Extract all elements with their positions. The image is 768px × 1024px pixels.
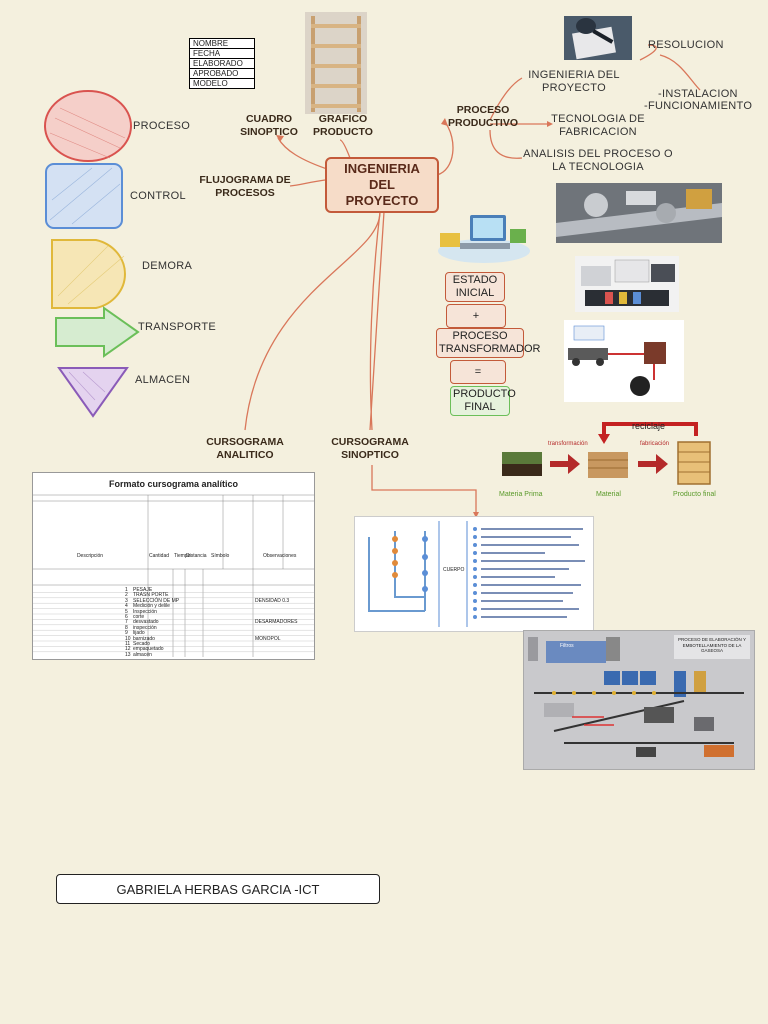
cuerpo-label: CUERPO <box>443 567 465 573</box>
row-number: 7 <box>125 619 128 626</box>
row-description: Secado <box>133 641 150 647</box>
transformacion-label: transformación <box>548 441 588 447</box>
plus-box: + <box>446 304 506 328</box>
row-number: 10 <box>125 635 131 642</box>
demora-label: DEMORA <box>142 260 193 272</box>
cursograma-form: Formato cursograma analítico Descripción… <box>32 472 315 660</box>
printers-photo <box>575 256 679 312</box>
field-nombre: NOMBRE <box>189 38 255 49</box>
reciclaje-label: reciclaje <box>632 421 666 431</box>
equals-box: = <box>450 360 506 384</box>
proceso-productivo-label: PROCESO PRODUCTIVO <box>447 104 518 129</box>
row-number: 2 <box>125 592 128 599</box>
cursograma-sinoptico-label: CURSOGRAMA SINOPTICO <box>331 436 409 461</box>
computer-illustration <box>430 207 532 267</box>
row-number: 12 <box>125 646 131 653</box>
instalacion-label: -INSTALACION <box>658 88 738 100</box>
row-number: 13 <box>125 651 131 658</box>
proceso-circle-icon <box>44 90 132 162</box>
row-description: almacén <box>133 651 152 658</box>
row-description: corte <box>133 614 145 620</box>
row-number: 8 <box>125 624 128 631</box>
cursograma-analitico-label: CURSOGRAMA ANALITICO <box>206 436 284 461</box>
fabricacion-label: fabricación <box>640 441 670 447</box>
sinoptico-flow <box>368 521 585 627</box>
row-number: 3 <box>125 597 128 604</box>
field-aprobado: APROBADO <box>189 68 255 79</box>
central-title: INGENIERIA DEL PROYECTO <box>344 161 420 208</box>
form-grid <box>33 494 314 657</box>
row-description: Inspección <box>133 608 157 615</box>
material-label: Material <box>596 491 621 498</box>
transporte-arrow-icon <box>55 306 140 358</box>
almacen-triangle-icon <box>57 367 129 418</box>
tecnologia-label: TECNOLOGIA DE FABRICACION <box>551 113 645 138</box>
col-simbolo: Símbolo <box>211 553 230 559</box>
row-description: desvastado <box>133 619 159 626</box>
producto-final-box: PRODUCTO FINAL <box>450 386 516 416</box>
shelf-photo <box>305 12 367 114</box>
col-descripcion: Descripción <box>76 553 104 559</box>
filtros-label: Filtros <box>560 643 574 649</box>
author-name: GABRIELA HERBAS GARCIA -ICT <box>116 881 320 897</box>
grafico-producto-label: GRAFICO PRODUCTO <box>313 113 373 138</box>
plant-diagram: PROCESO DE ELABORACIÓN Y EMBOTELLAMIENTO… <box>523 630 755 770</box>
row-number: 4 <box>125 603 128 610</box>
recycle-arrows <box>502 422 711 485</box>
header-fields-table: NOMBRE FECHA ELABORADO APROBADO MODELO <box>189 38 255 89</box>
sinoptico-doc: CUERPO <box>354 516 594 632</box>
field-modelo: MODELO <box>189 78 255 89</box>
desk-photo <box>564 16 632 60</box>
author-banner: GABRIELA HERBAS GARCIA -ICT <box>56 874 380 904</box>
col-distancia: Distancia <box>186 553 207 559</box>
col-observaciones: Observaciones <box>263 553 297 559</box>
control-square-icon <box>45 163 123 229</box>
plant-illustration <box>528 635 750 757</box>
proceso-label: PROCESO <box>133 120 191 132</box>
row-description: TRASN PORTE <box>133 592 169 599</box>
row-description: lijado <box>133 630 145 637</box>
row-description: Medición y delile <box>133 603 170 610</box>
cuadro-sinoptico-label: CUADRO SINOPTICO <box>240 113 298 138</box>
col-cantidad: Cantidad <box>149 553 170 559</box>
row-observation: DENSIDAD 0.3 <box>255 597 290 604</box>
funcionamiento-label: -FUNCIONAMIENTO <box>644 100 753 112</box>
form-title: Formato cursograma analítico <box>108 479 239 489</box>
col-tiempo: Tiempo <box>174 553 191 559</box>
row-description: PESAJE <box>133 587 153 593</box>
resolucion-label: RESOLUCION <box>648 39 724 51</box>
field-fecha: FECHA <box>189 48 255 59</box>
demora-d-icon <box>51 239 126 309</box>
materia-prima-label: Materia Prima <box>499 491 543 498</box>
row-description: SELECCIÓN DE MP <box>133 597 180 604</box>
row-number: 6 <box>125 614 128 620</box>
row-observation: DESARMADORES <box>255 619 298 626</box>
producto-final-label: Producto final <box>673 491 716 498</box>
row-number: 9 <box>125 630 128 637</box>
ingenieria-proyecto-label: INGENIERIA DEL PROYECTO <box>528 69 620 94</box>
proceso-transformador-box: PROCESO TRANSFORMADOR <box>436 328 540 358</box>
row-description: inspección <box>133 624 157 631</box>
transporte-label: TRANSPORTE <box>138 321 216 333</box>
plant-title: PROCESO DE ELABORACIÓN Y EMBOTELLAMIENTO… <box>678 637 746 653</box>
row-description: barnizado <box>133 635 155 642</box>
field-elaborado: ELABORADO <box>189 58 255 69</box>
control-label: CONTROL <box>130 190 186 202</box>
row-observation: MONOPOL <box>255 635 281 642</box>
row-number: 5 <box>125 608 128 615</box>
row-number: 11 <box>125 641 131 647</box>
flujograma-label: FLUJOGRAMA DE PROCESOS <box>199 174 291 199</box>
factory-photo <box>556 183 722 243</box>
analisis-label: ANALISIS DEL PROCESO O LA TECNOLOGIA <box>523 148 673 173</box>
pump-diagram <box>564 320 684 402</box>
row-description: empaquetado <box>133 646 164 653</box>
estado-inicial-box: ESTADO INICIAL <box>445 272 505 302</box>
row-number: 1 <box>125 587 128 593</box>
almacen-label: ALMACEN <box>135 374 191 386</box>
central-node: INGENIERIA DEL PROYECTO <box>325 157 439 213</box>
